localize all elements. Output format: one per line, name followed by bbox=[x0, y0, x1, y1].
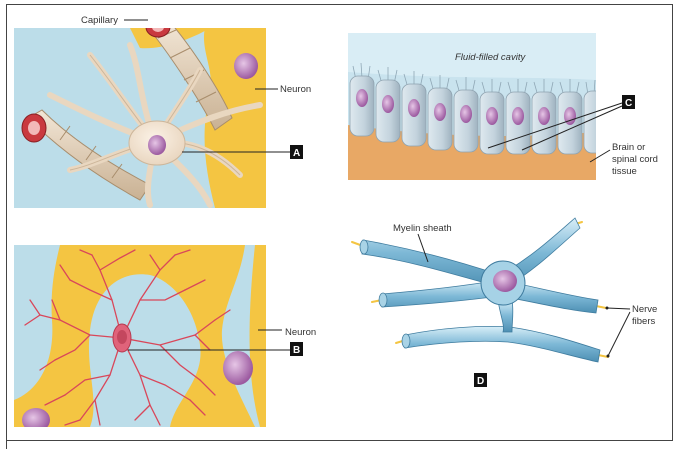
panel-a-astrocyte bbox=[14, 17, 266, 208]
capillary-opening-upper bbox=[146, 17, 170, 37]
panel-b-microglia bbox=[14, 245, 266, 432]
label-nerve-2: fibers bbox=[632, 316, 655, 327]
svg-text:A: A bbox=[293, 148, 300, 159]
label-myelin-sheath: Myelin sheath bbox=[393, 223, 452, 234]
leader-nerve-2 bbox=[608, 312, 630, 356]
svg-text:D: D bbox=[477, 376, 484, 387]
label-tissue-1: Brain or bbox=[612, 142, 645, 153]
neuron-nucleus-b bbox=[223, 351, 253, 385]
neuron-nucleus-a bbox=[234, 53, 258, 79]
oligodendrocyte-nucleus bbox=[493, 270, 517, 292]
svg-text:B: B bbox=[293, 345, 300, 356]
label-fluid-cavity: Fluid-filled cavity bbox=[455, 52, 526, 63]
label-tissue-3: tissue bbox=[612, 166, 637, 177]
label-neuron-a: Neuron bbox=[280, 84, 311, 95]
panel-d-oligodendrocyte bbox=[352, 218, 608, 362]
badge-c: C bbox=[622, 95, 635, 109]
svg-text:C: C bbox=[625, 98, 632, 109]
badge-a: A bbox=[290, 145, 303, 159]
leader-nerve-1 bbox=[607, 308, 630, 309]
label-neuron-b: Neuron bbox=[285, 327, 316, 338]
label-tissue-2: spinal cord bbox=[612, 154, 658, 165]
fiber-lower bbox=[405, 326, 600, 362]
badge-b: B bbox=[290, 342, 303, 356]
label-capillary: Capillary bbox=[81, 15, 118, 26]
badge-d: D bbox=[474, 373, 487, 387]
label-nerve-1: Nerve bbox=[632, 304, 657, 315]
astrocyte-nucleus bbox=[148, 135, 166, 155]
